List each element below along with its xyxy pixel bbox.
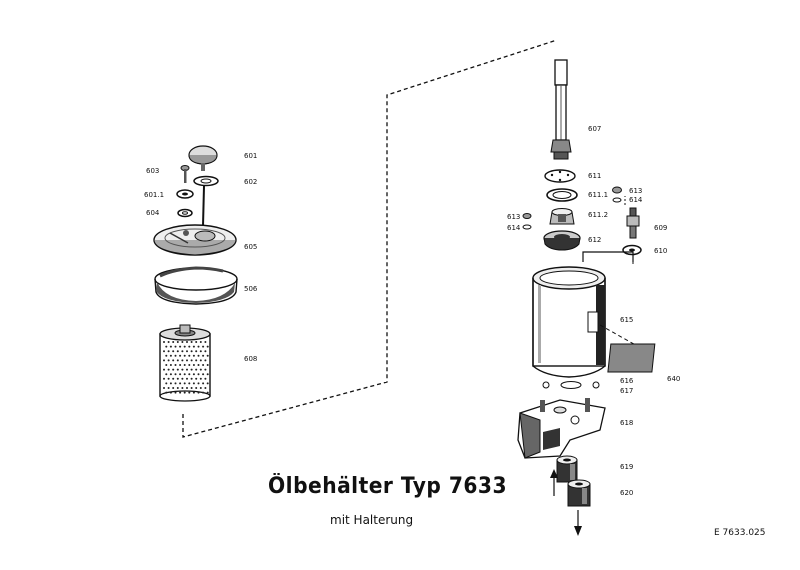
label-614-right: 614 xyxy=(629,196,643,204)
label-617: 617 xyxy=(620,387,633,395)
part-601-1-gasket xyxy=(176,189,194,199)
label-605: 605 xyxy=(244,243,257,251)
part-618-bracket xyxy=(517,398,606,459)
label-613-left: 613 xyxy=(507,213,520,221)
label-607: 607 xyxy=(588,125,601,133)
part-611-2-nut xyxy=(549,208,575,225)
label-611-2: 611.2 xyxy=(588,211,608,219)
label-603: 603 xyxy=(146,167,159,175)
label-612: 612 xyxy=(588,236,601,244)
part-506-band xyxy=(154,266,238,305)
label-619: 619 xyxy=(620,463,633,471)
label-620: 620 xyxy=(620,489,633,497)
document-reference: E 7633.025 xyxy=(714,528,766,538)
label-602: 602 xyxy=(244,178,257,186)
part-603-bolt xyxy=(180,165,190,183)
label-611-1: 611.1 xyxy=(588,191,608,199)
label-611: 611 xyxy=(588,172,601,180)
label-608: 608 xyxy=(244,355,257,363)
arrow-up-icon xyxy=(550,469,558,496)
part-609-fitting xyxy=(626,207,640,239)
tank-side-pipe xyxy=(582,251,634,262)
part-604-ring xyxy=(177,208,193,218)
label-616: 616 xyxy=(620,377,634,385)
part-610-washer xyxy=(622,244,642,256)
label-601-1: 601.1 xyxy=(144,191,164,199)
arrow-down-icon xyxy=(574,510,582,536)
label-640: 640 xyxy=(667,375,680,383)
part-608-filter xyxy=(159,324,211,402)
part-611-1-ring xyxy=(546,188,578,202)
drawing-subtitle: mit Halterung xyxy=(330,513,414,527)
part-602-washer xyxy=(193,175,219,187)
part-605-lid xyxy=(153,224,237,256)
label-610: 610 xyxy=(654,247,667,255)
label-613-right: 613 xyxy=(629,187,642,195)
part-640-label-plate xyxy=(607,343,656,373)
label-601: 601 xyxy=(244,152,257,160)
label-506: 506 xyxy=(244,285,258,293)
label-615: 615 xyxy=(620,316,633,324)
part-616-617-gaskets xyxy=(542,381,600,389)
label-618: 618 xyxy=(620,419,633,427)
part-607-pipe xyxy=(550,59,572,160)
drawing-title: Ölbehälter Typ 7633 xyxy=(268,474,508,499)
part-619-sleeve xyxy=(556,455,578,483)
part-613-614-right xyxy=(612,186,622,203)
part-620-sleeve xyxy=(567,479,591,507)
part-612-flange xyxy=(543,230,581,251)
part-613-614-left xyxy=(522,213,532,230)
part-601-cap xyxy=(188,145,218,171)
label-614-left: 614 xyxy=(507,224,521,232)
label-604: 604 xyxy=(146,209,160,217)
dipstick-rod xyxy=(202,185,205,227)
label-609: 609 xyxy=(654,224,667,232)
part-615-tank xyxy=(532,266,606,378)
assembly-connection-line xyxy=(182,39,558,438)
part-611-gasket xyxy=(544,169,576,183)
